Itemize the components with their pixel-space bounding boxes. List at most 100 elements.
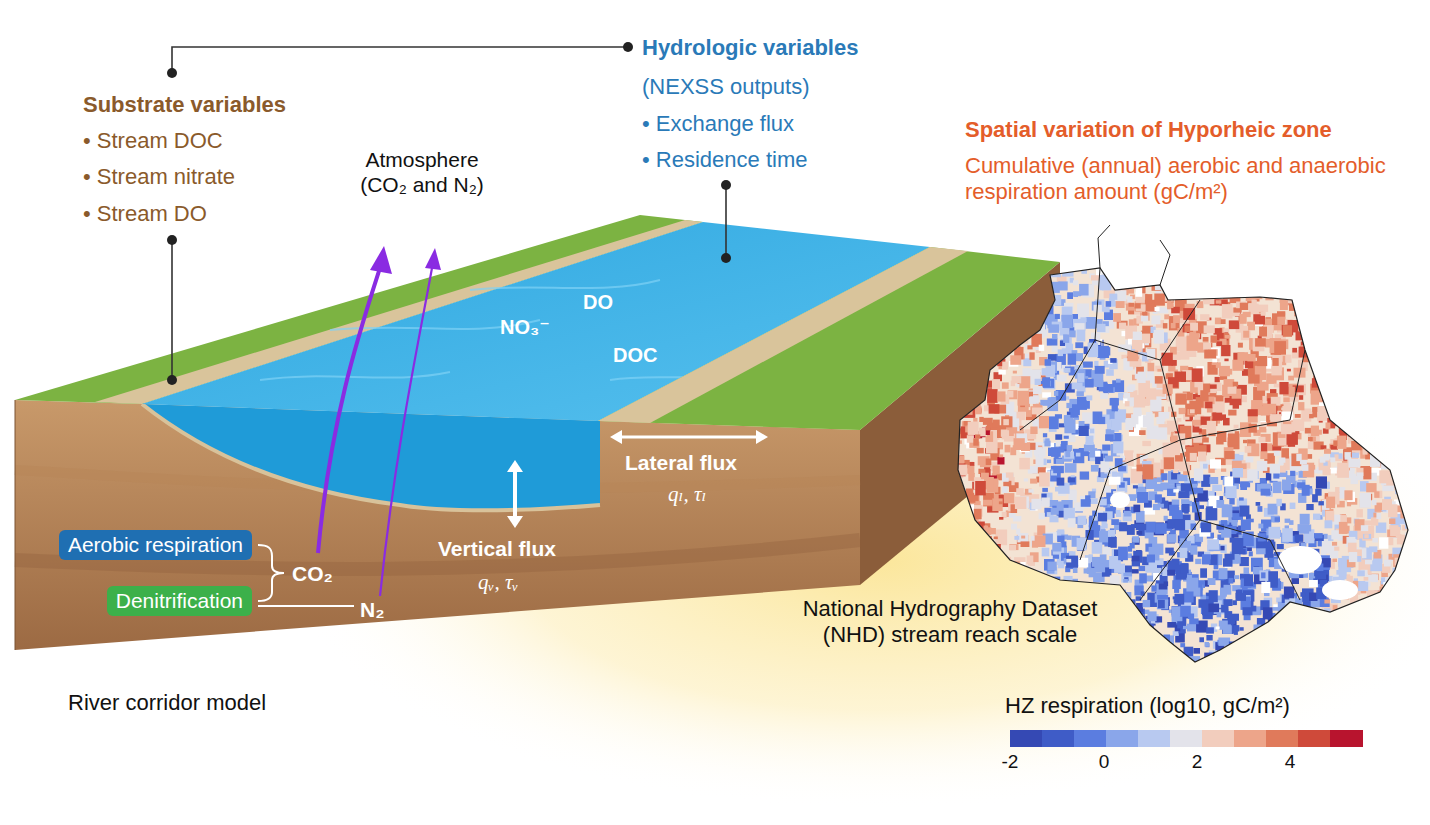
leader-dot <box>167 235 177 245</box>
map-cell <box>1043 651 1052 660</box>
map-cell <box>1246 274 1253 281</box>
map-cell <box>1291 578 1299 584</box>
leader-dot <box>721 253 731 263</box>
map-cell <box>1273 604 1278 610</box>
map-cell <box>1365 312 1370 316</box>
map-cell <box>1219 621 1228 630</box>
map-cell <box>1059 654 1066 661</box>
map-cell <box>1039 416 1049 428</box>
map-cell <box>1277 544 1284 549</box>
map-cell <box>996 587 1005 597</box>
map-cell <box>1098 632 1104 637</box>
map-cell <box>1157 651 1162 657</box>
map-cell <box>1398 452 1404 458</box>
map-cell <box>1005 445 1011 453</box>
map-cell <box>1400 386 1405 390</box>
map-cell <box>1347 277 1353 285</box>
map-cell <box>1355 354 1362 360</box>
map-cell <box>1400 566 1411 580</box>
map-cell <box>1105 600 1111 606</box>
map-cell <box>1022 300 1029 306</box>
map-cell <box>1375 279 1380 286</box>
map-cell <box>1246 662 1253 672</box>
map-cell <box>1401 589 1407 596</box>
map-cell <box>1384 461 1388 464</box>
map-cell <box>1402 491 1411 500</box>
arrow-head <box>425 248 441 270</box>
map-cell <box>1028 656 1033 660</box>
map-cell <box>1163 323 1168 328</box>
map-cell <box>995 292 1003 299</box>
map-cell <box>1305 646 1311 652</box>
map-cell <box>1363 534 1371 539</box>
map-cell <box>1234 425 1239 429</box>
map-cell <box>1389 660 1396 669</box>
map-cell <box>1382 446 1388 451</box>
map-cell <box>1001 332 1013 341</box>
map-cell <box>1233 382 1238 387</box>
map-cell <box>1199 505 1204 509</box>
map-cell <box>956 529 967 536</box>
map-cell <box>1395 586 1404 592</box>
map-cell <box>987 320 999 333</box>
map-cell <box>1395 339 1406 346</box>
map-cell <box>964 342 971 351</box>
map-cell <box>1325 509 1334 521</box>
map-cell <box>982 347 988 356</box>
map-cell <box>1366 386 1375 392</box>
map-cell <box>1174 589 1179 593</box>
map-cell <box>1249 645 1255 651</box>
map-cell <box>1026 580 1037 590</box>
map-cell <box>1399 290 1404 294</box>
map-cell <box>1226 460 1232 465</box>
map-cell <box>1289 267 1299 276</box>
map-cell <box>1337 272 1341 276</box>
map-cell <box>1155 376 1163 384</box>
map-cell <box>1071 647 1080 653</box>
map-cell <box>1127 289 1135 294</box>
map-cell <box>1280 466 1286 473</box>
map-cell <box>1379 398 1390 410</box>
map-cell <box>1354 628 1358 631</box>
map-cell <box>1191 278 1196 281</box>
map-cell <box>1275 517 1280 522</box>
arrow-head <box>756 430 768 444</box>
map-cell <box>1305 277 1313 285</box>
map-cell <box>1221 469 1226 472</box>
map-cell <box>1199 637 1204 642</box>
map-cell <box>1381 275 1389 285</box>
map-cell <box>1007 648 1019 660</box>
map-cell <box>1372 603 1382 610</box>
map-cell <box>1293 605 1305 621</box>
map-cell <box>1001 557 1011 568</box>
map-cell <box>976 569 984 578</box>
map-cell <box>1160 648 1169 658</box>
map-cell <box>1281 448 1289 458</box>
map-cell <box>1356 509 1363 517</box>
map-cell <box>1362 305 1368 311</box>
map-cell <box>1035 442 1046 457</box>
map-cell <box>1316 277 1323 282</box>
map-cell <box>1102 445 1110 451</box>
map-cell <box>1371 602 1381 612</box>
map-cell <box>989 528 996 534</box>
map-cell <box>1403 311 1410 318</box>
map-cell <box>1319 641 1325 646</box>
map-cell <box>1232 600 1237 605</box>
map-cell <box>1349 654 1359 665</box>
map-cell <box>1102 608 1112 619</box>
map-cell <box>1381 277 1391 289</box>
map-cell <box>1009 513 1016 518</box>
map-cell <box>1267 660 1275 670</box>
map-cell <box>1128 641 1138 655</box>
map-cell <box>1345 641 1352 649</box>
map-cell <box>1233 400 1239 408</box>
map-cell <box>1343 310 1350 319</box>
map-cell <box>1232 266 1238 271</box>
map-cell <box>1391 415 1402 426</box>
map-cell <box>974 376 985 384</box>
map-cell <box>1064 436 1069 439</box>
map-cell <box>1032 269 1043 281</box>
map-cell <box>1349 372 1356 381</box>
map-cell <box>961 319 971 331</box>
